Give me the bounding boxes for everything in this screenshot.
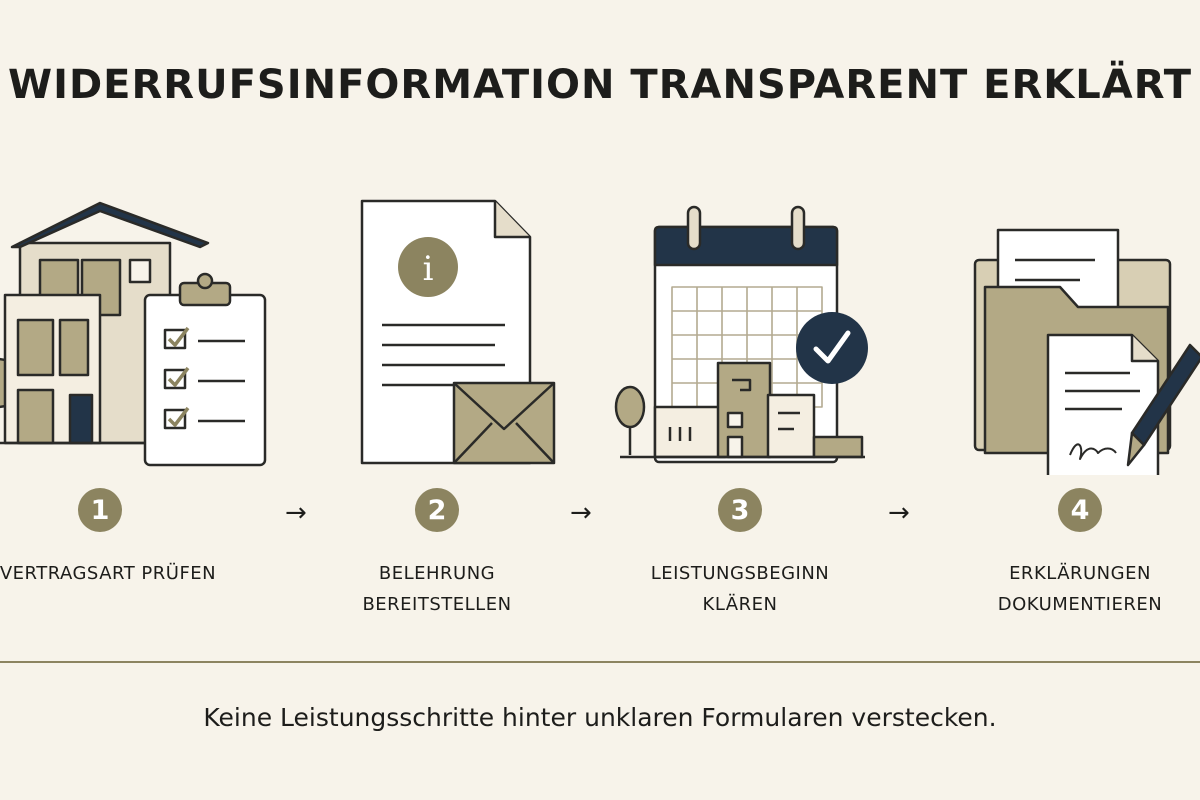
- step-4-number-badge: 4: [1058, 488, 1102, 532]
- step-3-label: LEISTUNGSBEGINN KLÄREN: [610, 558, 870, 620]
- step-4-illustration: [900, 185, 1200, 475]
- clipboard-checklist-icon: [143, 272, 267, 467]
- step-1-number-badge: 1: [78, 488, 122, 532]
- envelope-icon: [452, 381, 556, 465]
- folder-document-pen-illustration: [973, 228, 1200, 475]
- step-2-number-badge: 2: [415, 488, 459, 532]
- step-2-illustration: i: [320, 185, 620, 475]
- step-1-illustration: [0, 185, 300, 475]
- step-3-label-line: LEISTUNGSBEGINN: [650, 563, 830, 584]
- divider-line: [0, 661, 1200, 663]
- arrow-right-icon: →: [285, 498, 307, 528]
- step-2-label-line: BEREITSTELLEN: [362, 594, 512, 615]
- step-1-label: VERTRAGSART PRÜFEN: [0, 558, 238, 589]
- fountain-pen-icon: [1126, 343, 1200, 467]
- step-4-label-line: ERKLÄRUNGEN: [1009, 563, 1151, 584]
- step-3-illustration: [600, 185, 900, 475]
- step-4-label-line: DOKUMENTIEREN: [997, 594, 1163, 615]
- house-clipboard-illustration: [0, 201, 267, 467]
- step-4-label: ERKLÄRUNGEN DOKUMENTIEREN: [950, 558, 1200, 620]
- arrow-right-icon: →: [570, 498, 592, 528]
- svg-text:i: i: [423, 249, 434, 289]
- step-2-label: BELEHRUNG BEREITSTELLEN: [307, 558, 567, 620]
- buildings-icon: [614, 361, 865, 459]
- page-title: WIDERRUFSINFORMATION TRANSPARENT ERKLÄRT: [7, 62, 1193, 108]
- arrow-right-icon: →: [888, 498, 910, 528]
- step-3-number-badge: 3: [718, 488, 762, 532]
- document-envelope-illustration: i: [360, 199, 556, 465]
- footer-note: Keine Leistungsschritte hinter unklaren …: [203, 703, 997, 732]
- checkmark-icon: [796, 312, 868, 384]
- step-1-label-line: VERTRAGSART PRÜFEN: [0, 563, 217, 584]
- calendar-buildings-illustration: [614, 205, 868, 464]
- step-3-label-line: KLÄREN: [702, 594, 778, 615]
- signed-document-icon: [1046, 333, 1160, 475]
- step-2-label-line: BELEHRUNG: [378, 563, 496, 584]
